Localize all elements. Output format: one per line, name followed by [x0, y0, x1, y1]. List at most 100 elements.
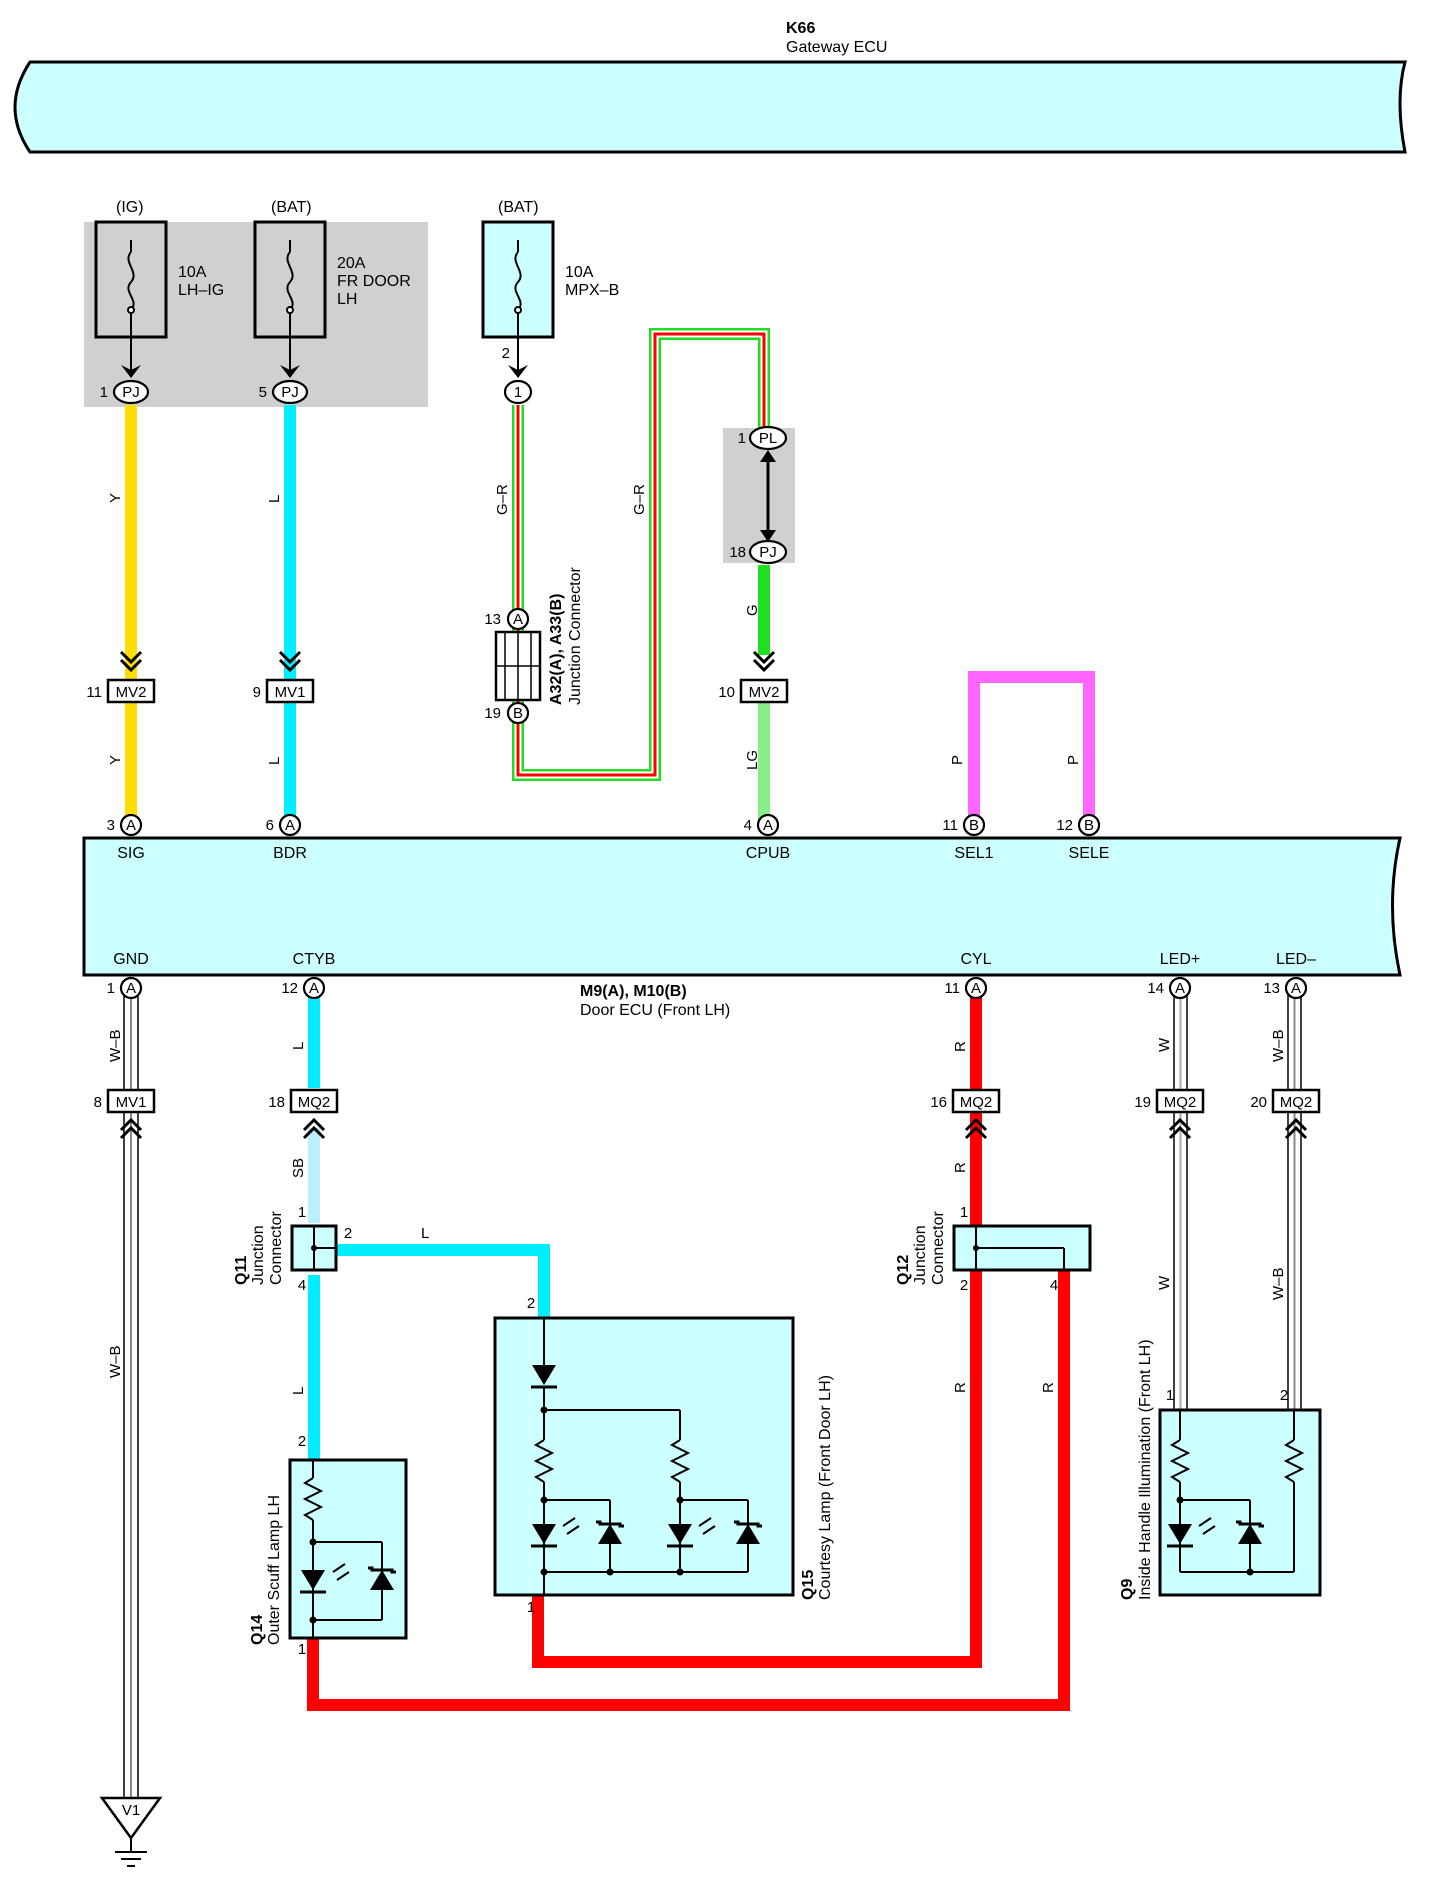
wire-label: L [266, 495, 283, 503]
fuse-lh-ig: 10A LH–IG [94, 220, 224, 339]
svg-text:10: 10 [718, 684, 735, 701]
svg-text:Connector: Connector [268, 1211, 285, 1285]
wire-lg [758, 700, 770, 825]
diode-icon [532, 1365, 556, 1385]
wire-label: W–B [1270, 1267, 1287, 1300]
svg-text:11: 11 [86, 684, 102, 701]
fuse-frdoor-amp: 20A [337, 255, 366, 272]
bat-label-1: (BAT) [271, 199, 312, 216]
wire-label: L [290, 1387, 307, 1395]
svg-text:BDR: BDR [273, 845, 307, 862]
svg-text:Junction: Junction [912, 1225, 929, 1285]
svg-text:Q15: Q15 [800, 1570, 817, 1600]
resistor-icon [669, 1439, 691, 1483]
junction-q12: 1 2 4 Q12 Junction Connector [895, 1204, 1092, 1294]
svg-text:MQ2: MQ2 [1280, 1094, 1313, 1111]
resistor-icon [1169, 1439, 1191, 1483]
svg-text:B: B [1084, 817, 1094, 834]
svg-text:2: 2 [502, 345, 510, 362]
svg-text:18: 18 [268, 1094, 285, 1111]
svg-text:1: 1 [960, 1204, 968, 1221]
svg-text:Q12: Q12 [895, 1255, 912, 1285]
svg-text:13: 13 [1263, 980, 1280, 997]
fuse-frdoor-name2: LH [337, 291, 357, 308]
svg-text:20: 20 [1250, 1094, 1267, 1111]
wire-label: W–B [107, 1029, 124, 1062]
zener-icon [370, 1570, 394, 1590]
svg-text:A: A [126, 817, 136, 834]
bat-label-2: (BAT) [498, 199, 539, 216]
wire-w-b-gnd [123, 987, 139, 1799]
svg-text:MV2: MV2 [116, 684, 147, 701]
svg-text:8: 8 [94, 1094, 102, 1111]
svg-text:SEL1: SEL1 [954, 845, 993, 862]
wire-r-q15 [532, 1270, 982, 1668]
svg-text:4: 4 [744, 817, 752, 834]
wire-sb [308, 1128, 320, 1223]
pin-sele: B 12 SELE [1056, 813, 1110, 862]
svg-text:PJ: PJ [122, 384, 140, 401]
pl-pj-connector-background [723, 428, 795, 563]
pin-bdr: A 6 BDR [266, 813, 307, 862]
svg-text:MV2: MV2 [749, 684, 780, 701]
svg-text:A: A [309, 980, 319, 997]
svg-text:SELE: SELE [1069, 845, 1110, 862]
svg-text:CYL: CYL [960, 951, 991, 968]
svg-text:CTYB: CTYB [293, 951, 336, 968]
ig-label: (IG) [116, 199, 144, 216]
wire-r-q14 [307, 1270, 1070, 1711]
led-icon [1168, 1524, 1192, 1544]
fuse-icon [127, 251, 135, 311]
svg-text:19: 19 [1134, 1094, 1151, 1111]
svg-text:Junction Connector: Junction Connector [567, 566, 584, 705]
wire-p [968, 671, 1095, 825]
zener-icon [1238, 1524, 1262, 1544]
wire-color-labels: Y Y L L G–R G–R G LG P P W–B W–B L SB L … [107, 484, 1287, 1395]
junction-connector-a32-a33: A 13 B 19 A32(A), A33(B) Junction Connec… [484, 566, 584, 725]
wire-label: R [1040, 1382, 1057, 1393]
svg-text:1: 1 [738, 430, 746, 447]
svg-text:B: B [969, 817, 979, 834]
fuse-mpxb-name: MPX–B [565, 282, 619, 299]
component-q9: 1 2 Q9 Inside Handle Illumination (Front… [1119, 1339, 1322, 1600]
wire-l-bdr [284, 405, 296, 825]
svg-text:PL: PL [759, 430, 777, 447]
svg-text:11: 11 [942, 817, 958, 834]
svg-text:1: 1 [514, 384, 522, 401]
component-q14: 2 1 Q14 Outer Scuff Lamp LH [249, 1433, 408, 1658]
pin-led-minus: LED– A 13 [1263, 951, 1316, 1000]
wire-label: L [421, 1225, 429, 1242]
connector-mq2-19: MQ2 19 [1134, 1088, 1205, 1140]
zener-icon [598, 1524, 622, 1544]
wire-label: Y [107, 755, 124, 765]
fuse-lhig-amp: 10A [178, 264, 207, 281]
fuse-mpx-b: 10A MPX–B [481, 220, 619, 339]
svg-text:2: 2 [527, 1295, 535, 1312]
fuse-fr-door-lh: 20A FR DOOR LH [253, 220, 411, 339]
wire-label: P [949, 755, 966, 765]
svg-text:MQ2: MQ2 [298, 1094, 331, 1111]
wire-label: L [290, 1042, 307, 1050]
wire-label: W [1156, 1037, 1173, 1052]
svg-text:V1: V1 [122, 1802, 140, 1819]
fuse-mpxb-amp: 10A [565, 264, 594, 281]
connector-mv1-9: MV1 9 [253, 650, 315, 704]
svg-text:Q11: Q11 [233, 1256, 250, 1285]
svg-text:1: 1 [1166, 1387, 1174, 1404]
svg-text:9: 9 [253, 684, 261, 701]
svg-text:1: 1 [100, 384, 108, 401]
svg-text:PJ: PJ [281, 384, 299, 401]
svg-text:GND: GND [113, 951, 149, 968]
svg-text:2: 2 [344, 1225, 352, 1242]
wire-l-q15 [336, 1244, 550, 1320]
svg-text:16: 16 [930, 1094, 947, 1111]
led-icon [532, 1524, 556, 1544]
svg-text:12: 12 [281, 980, 298, 997]
svg-text:6: 6 [266, 817, 274, 834]
connector-mq2-18: MQ2 18 [268, 1088, 339, 1140]
svg-text:CPUB: CPUB [746, 845, 790, 862]
svg-text:3: 3 [107, 817, 115, 834]
svg-text:Outer Scuff Lamp LH: Outer Scuff Lamp LH [266, 1495, 283, 1645]
pin-sel1: B 11 SEL1 [942, 813, 994, 862]
